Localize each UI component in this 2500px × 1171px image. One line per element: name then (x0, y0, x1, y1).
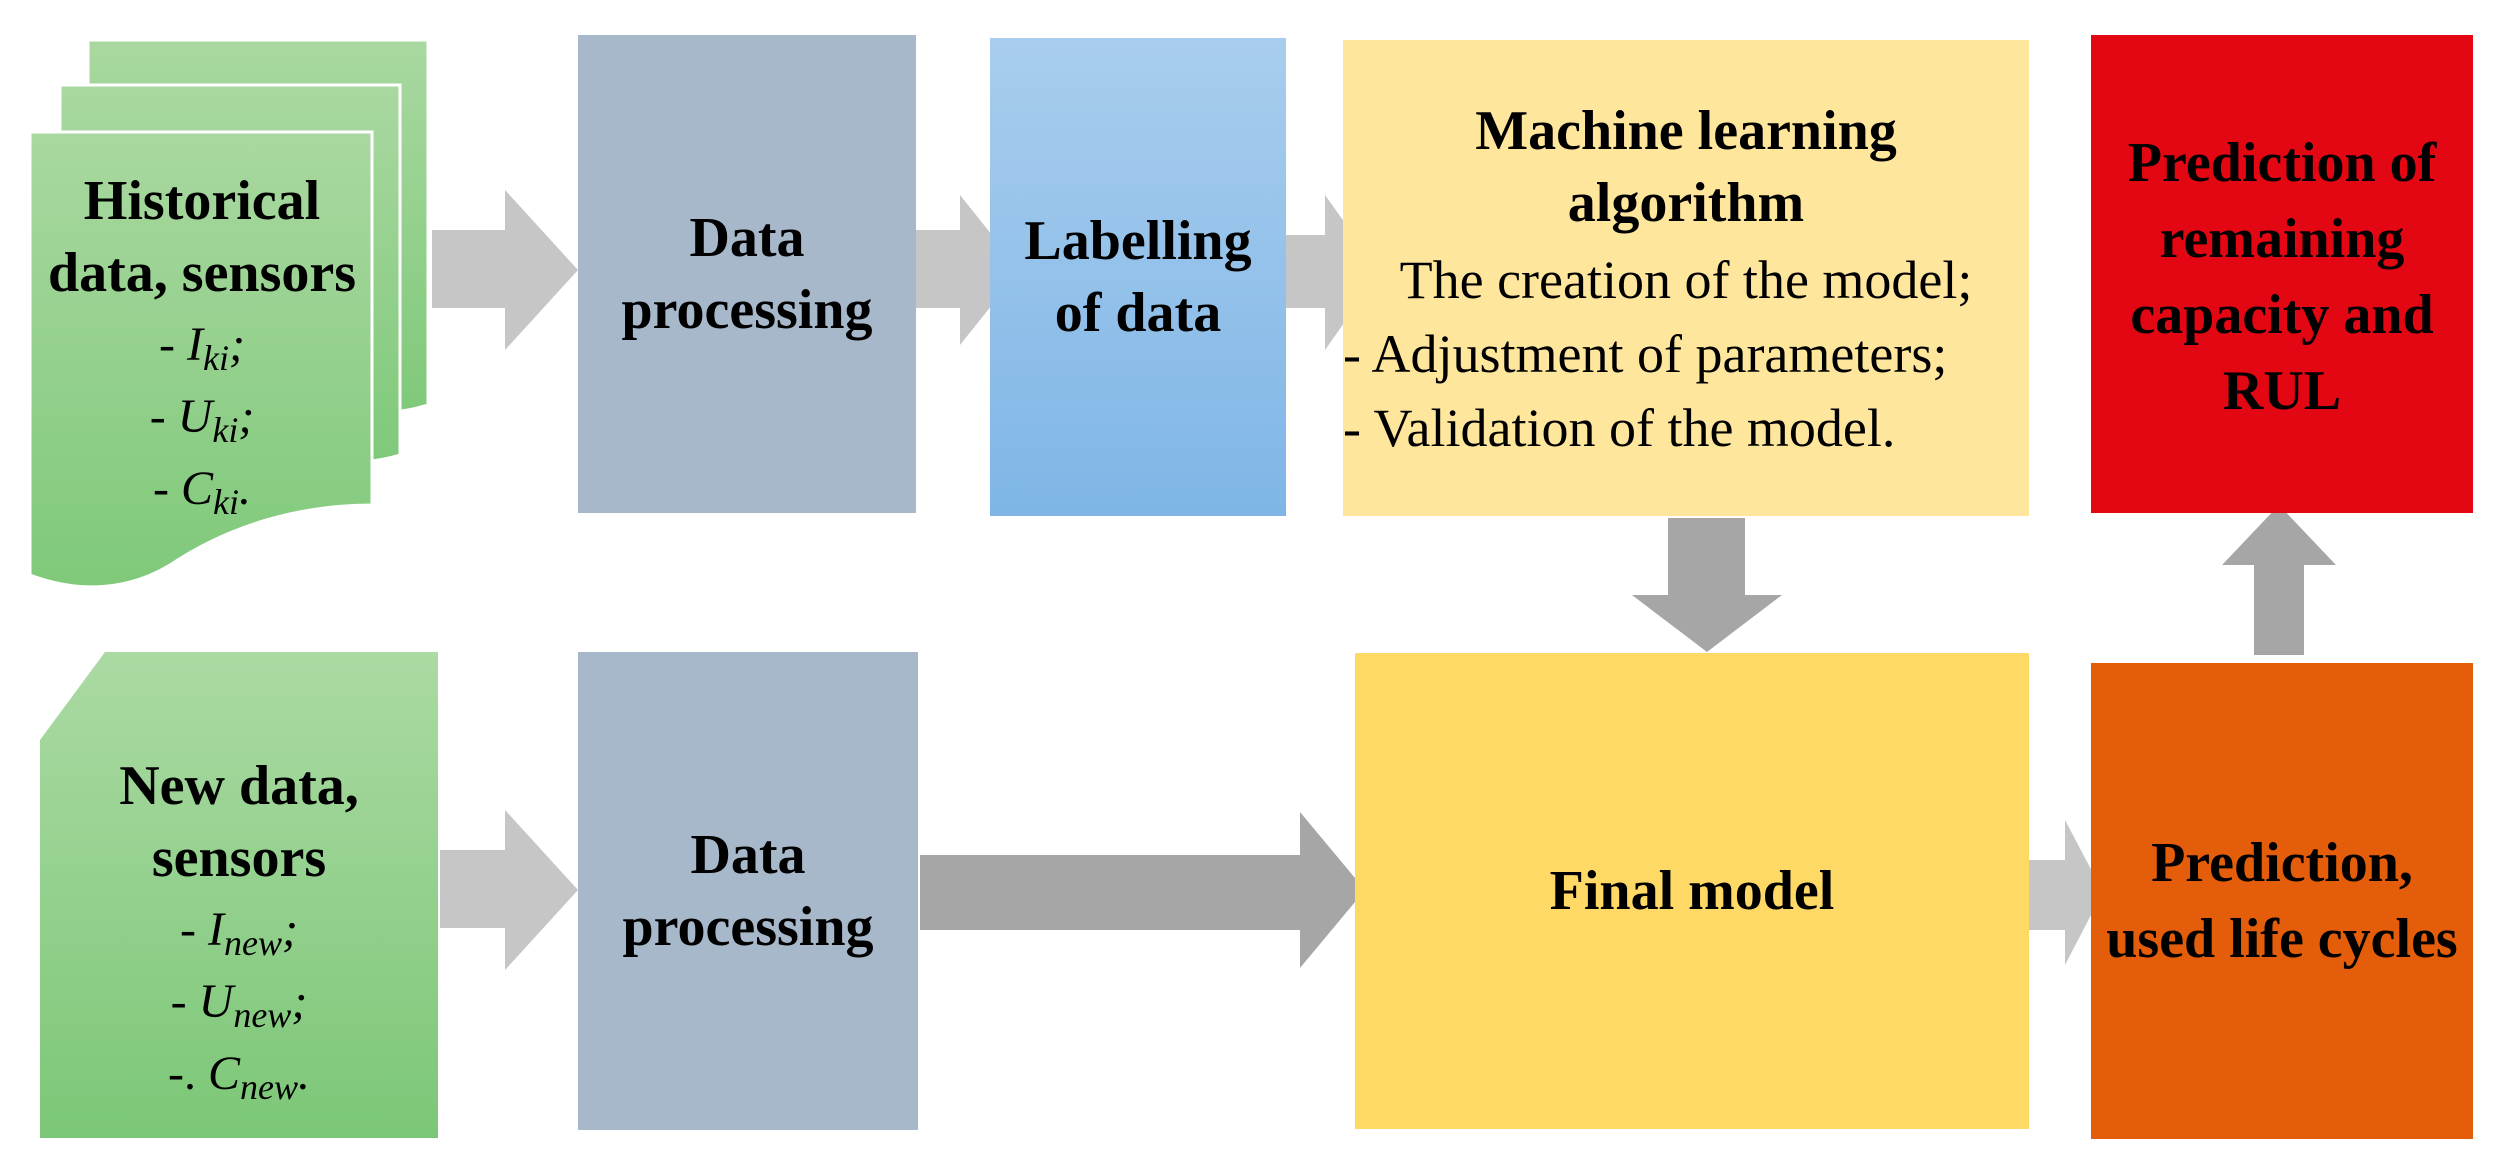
new-item-capacity: -. Cnew. (168, 1047, 310, 1107)
prediction-used-box: Prediction, used life cycles (2091, 663, 2473, 1139)
prediction-remaining-box: Prediction of remaining capacity and RUL (2091, 35, 2473, 513)
ml-algorithm-title: Machine learning algorithm (1475, 100, 1897, 234)
historical-data-text: Historical data, sensors - Iki; - Uki; -… (32, 165, 372, 525)
prediction-remaining-label: Prediction of remaining capacity and RUL (2127, 132, 2437, 422)
new-data-card (40, 652, 438, 1138)
ml-steps-list: The creation of the model; - Adjustment … (1343, 243, 2029, 465)
historical-item-current: - Iki; (159, 318, 245, 378)
arrow-final-to-used (2029, 820, 2103, 965)
doc-sheet-front (28, 130, 374, 589)
ml-step-creation: The creation of the model; (1399, 250, 1973, 310)
ml-step-adjustment: - Adjustment of parameters; (1343, 324, 1948, 384)
data-processing-bottom-box: Data processing (578, 652, 918, 1130)
historical-doc-stack (28, 38, 430, 589)
new-data-text: New data, sensors - Inew; - Unew; -. Cne… (40, 750, 438, 1110)
ml-algorithm-box: Machine learning algorithm The creation … (1343, 40, 2029, 516)
new-item-current: - Inew; (180, 903, 298, 963)
final-model-label: Final model (1549, 860, 1835, 922)
historical-item-voltage: - Uki; (149, 390, 255, 450)
arrow-new-to-processing (440, 810, 578, 970)
data-processing-top-box: Data processing (578, 35, 916, 513)
arrow-labelling-to-ml (1286, 195, 1380, 350)
arrow-processing-to-final (920, 812, 1365, 968)
labelling-label: Labelling of data (1024, 210, 1252, 344)
prediction-used-label: Prediction, used life cycles (2106, 832, 2458, 970)
historical-item-capacity: - Cki. (153, 462, 251, 522)
historical-data-title: Historical data, sensors (47, 170, 357, 304)
labelling-box: Labelling of data (990, 38, 1286, 516)
arrow-used-to-remaining (2222, 505, 2336, 655)
data-processing-top-label: Data processing (621, 207, 873, 341)
arrow-processing-to-labelling (916, 195, 1020, 345)
data-processing-bottom-label: Data processing (622, 824, 874, 958)
final-model-box: Final model (1355, 653, 2029, 1129)
arrow-historical-to-processing (432, 190, 578, 350)
ml-step-validation: - Validation of the model. (1343, 398, 1896, 458)
new-data-title: New data, sensors (119, 755, 359, 889)
new-item-voltage: - Unew; (170, 975, 308, 1035)
arrow-ml-to-final (1632, 518, 1782, 652)
